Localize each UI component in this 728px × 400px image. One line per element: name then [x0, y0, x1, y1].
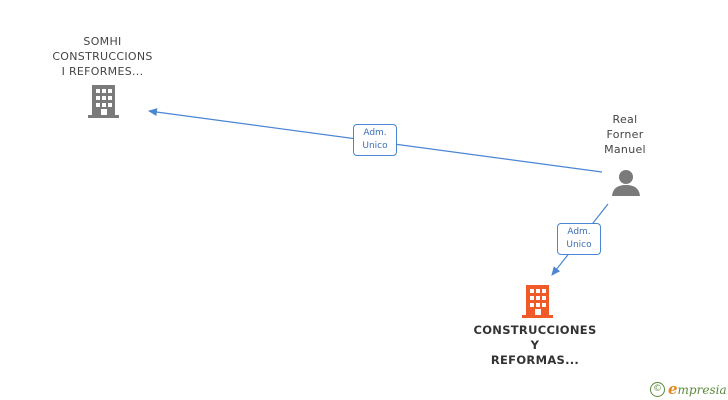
node-person-label-line-2: Forner [606, 128, 644, 141]
edge-label-line-1: Adm. [567, 227, 591, 237]
edge-label-line-2: Unico [566, 240, 592, 250]
brand-rest: mpresia [677, 383, 727, 397]
person-icon[interactable] [611, 168, 641, 197]
edge-label-line-2: Unico [362, 141, 388, 151]
node-person-label-line-1: Real [612, 113, 638, 126]
node-main-label[interactable]: CONSTRUCCIONES Y REFORMAS... [460, 323, 610, 368]
edge-label-line-1: Adm. [363, 128, 387, 138]
node-somhi-label-line-1: SOMHI [83, 35, 122, 48]
node-somhi-label-line-2: CONSTRUCCIONS [52, 50, 153, 63]
node-somhi-label[interactable]: SOMHI CONSTRUCCIONS I REFORMES... [30, 34, 175, 79]
node-main-label-line-3: REFORMAS... [490, 353, 580, 367]
building-icon[interactable] [521, 284, 554, 319]
brand-initial: e [668, 380, 678, 398]
edge-label-person-somhi: Adm. Unico [353, 124, 397, 156]
edge-label-person-main: Adm. Unico [557, 223, 601, 255]
building-icon[interactable] [87, 84, 120, 119]
brand-name: empresia [668, 380, 727, 398]
node-main-label-line-1: CONSTRUCCIONES [473, 323, 597, 337]
node-person-label[interactable]: Real Forner Manuel [585, 112, 665, 157]
node-person-label-line-3: Manuel [604, 143, 646, 156]
copyright-icon: © [650, 381, 665, 397]
empresia-logo[interactable]: © empresia [650, 379, 727, 399]
node-main-label-line-2: Y [530, 338, 540, 352]
node-somhi-label-line-3: I REFORMES... [61, 65, 144, 78]
